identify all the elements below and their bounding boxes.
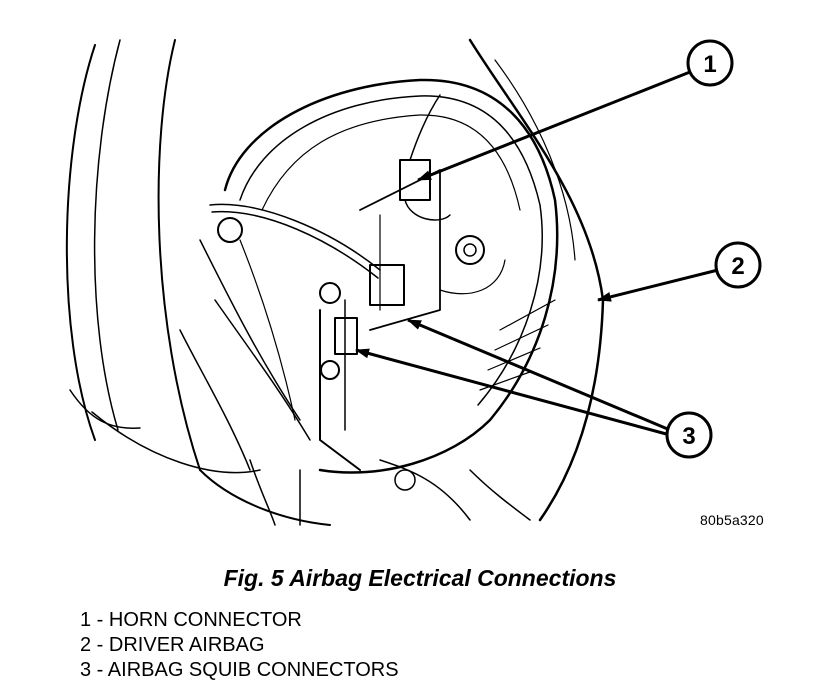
legend-number: 3 xyxy=(80,659,92,681)
steering-wheel-drawing xyxy=(65,38,605,526)
airbag-diagram: 1 2 3 xyxy=(65,38,762,526)
legend-separator: - xyxy=(91,659,108,681)
leader-3a xyxy=(407,318,671,432)
leader-1 xyxy=(417,68,696,182)
callout-1: 1 xyxy=(686,39,734,87)
callout-3: 3 xyxy=(665,411,713,459)
legend-label: HORN CONNECTOR xyxy=(108,609,302,631)
callout-2-number: 2 xyxy=(731,253,744,280)
callout-3-number: 3 xyxy=(682,423,695,450)
figure-caption: Fig. 5 Airbag Electrical Connections xyxy=(223,565,617,591)
legend-separator: - xyxy=(91,609,109,631)
leader-2 xyxy=(597,268,719,302)
legend-item: 2 - DRIVER AIRBAG xyxy=(80,633,399,658)
legend-item: 3 - AIRBAG SQUIB CONNECTORS xyxy=(80,658,399,683)
leader-3b xyxy=(355,348,671,437)
callout-1-number: 1 xyxy=(703,51,716,78)
image-reference-code: 80b5a320 xyxy=(700,512,764,528)
legend-item: 1 - HORN CONNECTOR xyxy=(80,608,399,633)
callout-2: 2 xyxy=(714,241,762,289)
legend-label: DRIVER AIRBAG xyxy=(108,634,265,656)
legend-number: 1 xyxy=(80,609,92,631)
legend-separator: - xyxy=(91,634,109,656)
legend-label: AIRBAG SQUIB CONNECTORS xyxy=(107,659,399,681)
legend-number: 2 xyxy=(80,634,92,656)
callout-leaders xyxy=(355,68,719,437)
callout-legend: 1 - HORN CONNECTOR 2 - DRIVER AIRBAG 3 -… xyxy=(80,608,399,683)
